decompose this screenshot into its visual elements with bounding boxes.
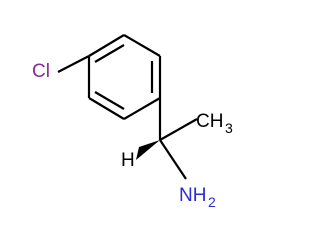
chlorine-atom-label: Cl: [32, 61, 50, 82]
c-cl-bond: [57, 55, 90, 73]
amine-label-subscript: 2: [208, 194, 216, 210]
chiral-carbon-to-methyl-bond: [159, 118, 198, 141]
methyl-label-main: CH: [196, 111, 223, 132]
ring-inner-double-bond-bottom: [94, 91, 125, 110]
ring-bond-top-left: [88, 34, 125, 57]
ring-bond-bottom-right: [123, 97, 161, 120]
structure-canvas: Cl CH 3 H NH 2: [32, 34, 233, 210]
stereo-wedge-bond: [136, 140, 160, 160]
amine-group-label: NH 2: [179, 185, 216, 210]
amine-label-main: NH: [179, 185, 206, 206]
methyl-label-subscript: 3: [225, 120, 233, 136]
ring-bond-bottom-left: [88, 97, 125, 120]
chemical-structure: Cl CH 3 H NH 2: [32, 34, 233, 210]
hydrogen-atom-label: H: [121, 150, 135, 171]
ring-inner-double-bond-top-left: [94, 44, 125, 63]
benzene-ring: [87, 34, 162, 120]
ring-bond-top-right: [123, 34, 161, 57]
chiral-carbon-to-amine-bond: [159, 139, 187, 180]
methyl-group-label: CH 3: [196, 111, 233, 136]
